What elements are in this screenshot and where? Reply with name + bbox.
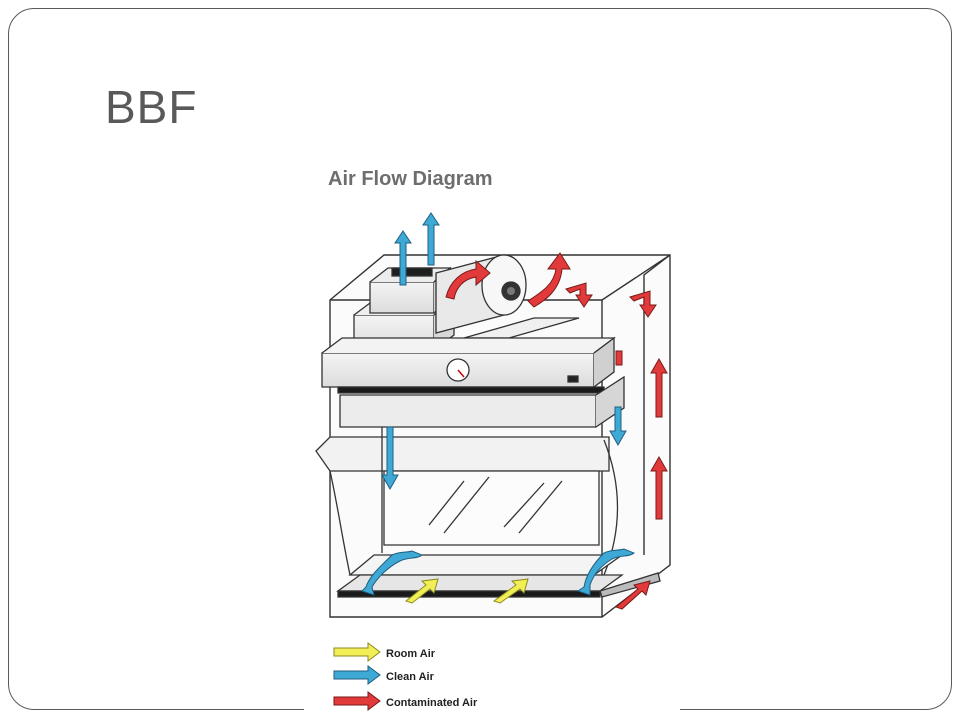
room-air-swatch-icon	[333, 642, 381, 662]
clean-air-arrows	[361, 212, 635, 596]
downflow-arrow-left	[381, 426, 399, 491]
room-air-arrow-2	[492, 578, 529, 604]
contaminated-air-arrows	[445, 252, 668, 610]
plenum-arrow-1	[565, 282, 593, 308]
motor-intake-arrow	[445, 259, 491, 300]
motor-outlet-arrow	[527, 252, 571, 308]
legend-item-room-air: Room Air	[333, 642, 436, 662]
rear-base-arrow	[614, 580, 651, 610]
exhaust-grille	[391, 267, 433, 277]
room-air-arrow-1	[404, 578, 439, 604]
legend-item-contaminated-air: Contaminated Air	[333, 691, 478, 711]
plenum-block	[615, 350, 623, 366]
rear-arrow-upper	[650, 357, 668, 418]
legend: Room Air Clean Air Contaminated Air	[333, 642, 478, 711]
front-panel	[321, 336, 616, 394]
exhaust-arrow-1	[394, 230, 412, 286]
rear-arrow-lower	[650, 455, 668, 520]
legend-item-clean-air: Clean Air	[333, 665, 435, 685]
air-flow-diagram: Air Flow Diagram	[304, 155, 680, 720]
intake-arrow-right	[576, 548, 635, 596]
pressure-gauge-icon	[446, 358, 470, 382]
legend-label-room-air: Room Air	[386, 648, 436, 660]
clean-air-swatch-icon	[333, 665, 381, 685]
plenum-arrow-2	[629, 290, 657, 318]
room-air-arrows	[404, 578, 529, 604]
downflow-arrow-right	[609, 406, 627, 447]
diagram-title: Air Flow Diagram	[328, 168, 492, 190]
contaminated-air-swatch-icon	[333, 691, 381, 711]
slide-title: BBF	[105, 81, 198, 133]
legend-label-contaminated-air: Contaminated Air	[386, 697, 478, 709]
hepa-filter-icon	[339, 375, 625, 428]
exhaust-arrow-2	[422, 212, 440, 266]
intake-arrow-left	[361, 550, 423, 596]
legend-label-clean-air: Clean Air	[386, 671, 435, 683]
